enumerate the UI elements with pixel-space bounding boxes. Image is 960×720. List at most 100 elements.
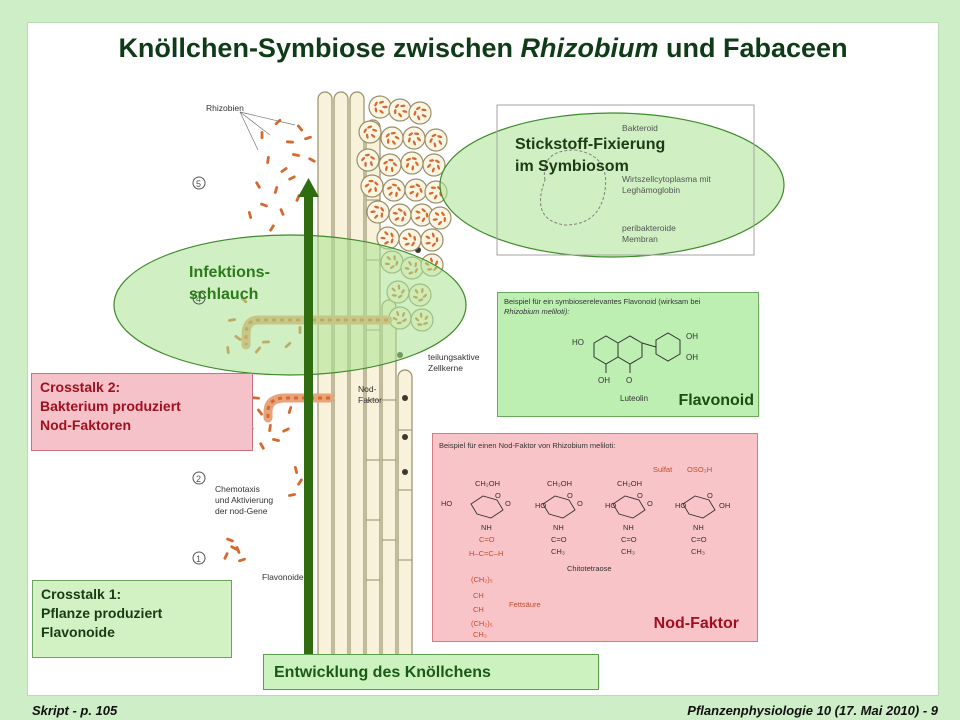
nod-ch-b: CH xyxy=(473,605,484,614)
bacteroid xyxy=(374,205,380,209)
label-teilung-2: Zellkerne xyxy=(428,363,463,373)
nodule-cell xyxy=(378,153,402,177)
nod-ch2-5-a: (CH₂)₅ xyxy=(471,575,493,584)
rhizobium-cell xyxy=(280,167,288,173)
label-nodfaktor-2: Faktor xyxy=(358,395,382,405)
bacteroid xyxy=(364,161,367,167)
bacteroid xyxy=(390,166,394,173)
label-leghaemo: Leghämoglobin xyxy=(622,185,680,195)
bacteroid xyxy=(441,211,445,217)
nodule-cell xyxy=(428,206,452,230)
bacteroid xyxy=(374,214,379,219)
label-chemotaxis-2: und Aktivierung xyxy=(215,495,273,505)
bacteroid xyxy=(412,140,416,146)
nh-label: NH xyxy=(553,523,564,532)
label-flavonoide: Flavonoide xyxy=(262,572,304,582)
rhizobium-cell xyxy=(247,211,253,219)
nodule-cell xyxy=(360,174,384,198)
rhizobium-cell xyxy=(260,202,268,208)
ch2oh-label: CH₂OH xyxy=(475,479,500,488)
title-part-1: Knöllchen-Symbiose zwischen xyxy=(118,33,521,63)
crosstalk-2-title: Crosstalk 2: xyxy=(40,379,121,395)
footer-course-ref: Pflanzenphysiologie 10 (17. Mai 2010) - … xyxy=(687,703,938,718)
bacteroid xyxy=(435,237,439,243)
bacteroid xyxy=(431,232,435,238)
nodule-cell xyxy=(408,101,432,125)
bacteroid xyxy=(364,183,370,188)
rhizobium-cell xyxy=(282,427,290,433)
bacteroid xyxy=(403,211,407,217)
bacteroid xyxy=(390,238,394,244)
nodule-cell xyxy=(368,95,392,119)
ch3-label: CH₃ xyxy=(551,547,565,556)
nitrogen-fixation-line-1: Stickstoff-Fixierung xyxy=(515,136,666,153)
bacteroid xyxy=(394,217,400,221)
bacteroid xyxy=(374,186,377,192)
bacteroid xyxy=(401,216,405,222)
nod-factor-structure: Beispiel für einen Nod-Faktor von Rhizob… xyxy=(439,441,730,639)
glycosidic-oxygen: O xyxy=(647,499,653,508)
label-peribact-2: Membran xyxy=(622,234,658,244)
nodule-cell xyxy=(420,228,444,252)
sugar-ring xyxy=(542,495,576,519)
bacteroid xyxy=(413,132,420,135)
bacteroid xyxy=(384,241,389,245)
flavonoid-structure: Beispiel für ein symbioserelevantes Flav… xyxy=(504,297,701,403)
infection-thread-label: Infektions- schlauch xyxy=(189,262,270,306)
rhizobium-cell xyxy=(269,224,275,232)
label-chemotaxis-3: der nod-Gene xyxy=(215,506,268,516)
bacteroid xyxy=(388,158,394,162)
nod-oso3h: OSO₃H xyxy=(687,465,712,474)
sugar-ring xyxy=(682,495,716,519)
bacteroid xyxy=(384,231,389,236)
nodule-cell xyxy=(398,228,422,252)
label-peribact-1: peribakteroide xyxy=(622,223,676,233)
nodule-cell xyxy=(388,98,412,122)
label-bakteroid: Bakteroid xyxy=(622,123,658,133)
label-teilung-1: teilungsaktive xyxy=(428,352,480,362)
page-title: Knöllchen-Symbiose zwischen Rhizobium un… xyxy=(28,33,938,64)
nod-hcch: H–C=C–H xyxy=(469,549,503,558)
bacteroid xyxy=(419,187,423,193)
rhizobium-cell xyxy=(272,438,280,442)
bacteroid xyxy=(390,232,394,238)
rhizobium-cell xyxy=(273,186,279,194)
root-hair-curl-dash xyxy=(266,396,330,418)
nitrogen-fixation-ellipse xyxy=(439,112,785,258)
bacteroid xyxy=(382,105,388,109)
rhizobium-cell xyxy=(288,493,296,497)
bacteroid xyxy=(409,185,415,188)
nod-sulfat: Sulfat xyxy=(653,465,673,474)
bacteroid xyxy=(438,140,443,145)
bacteroid xyxy=(433,142,437,148)
nod-ch2-5-b: (CH₂)₅ xyxy=(471,619,493,628)
bacteroid xyxy=(437,164,440,170)
bacteroid xyxy=(434,212,440,216)
bacteroid xyxy=(432,218,438,221)
ring-oxygen: O xyxy=(707,491,713,500)
nodule-cell xyxy=(388,203,412,227)
bacteroid xyxy=(421,217,426,223)
step-5: 5 xyxy=(196,179,201,189)
step-markers xyxy=(192,176,206,565)
bacteroid xyxy=(408,232,412,238)
bacteroid xyxy=(402,237,408,241)
nod-factor-label: Nod-Faktor xyxy=(653,615,739,632)
bacteroid xyxy=(405,162,410,168)
nodule-cell xyxy=(422,153,446,177)
bacteroid xyxy=(365,133,369,139)
rhizobien-leader-lines xyxy=(239,111,296,151)
rhizobium-cell xyxy=(297,478,303,486)
bacteroid xyxy=(370,210,376,213)
bacteroid xyxy=(431,167,435,173)
infection-thread-line-1: Infektions- xyxy=(189,264,270,281)
bacteroid xyxy=(425,212,429,218)
crosstalk-1-line-3: Flavonoide xyxy=(41,624,115,640)
bacteroid xyxy=(394,135,400,140)
crosstalk-1-line-2: Pflanze produziert xyxy=(41,605,163,621)
development-label: Entwicklung des Knöllchens xyxy=(263,654,599,690)
bacteroid xyxy=(413,235,416,241)
bacteroid xyxy=(427,163,431,169)
co-label: C=O xyxy=(621,535,637,544)
ch2oh-label: CH₂OH xyxy=(547,479,572,488)
